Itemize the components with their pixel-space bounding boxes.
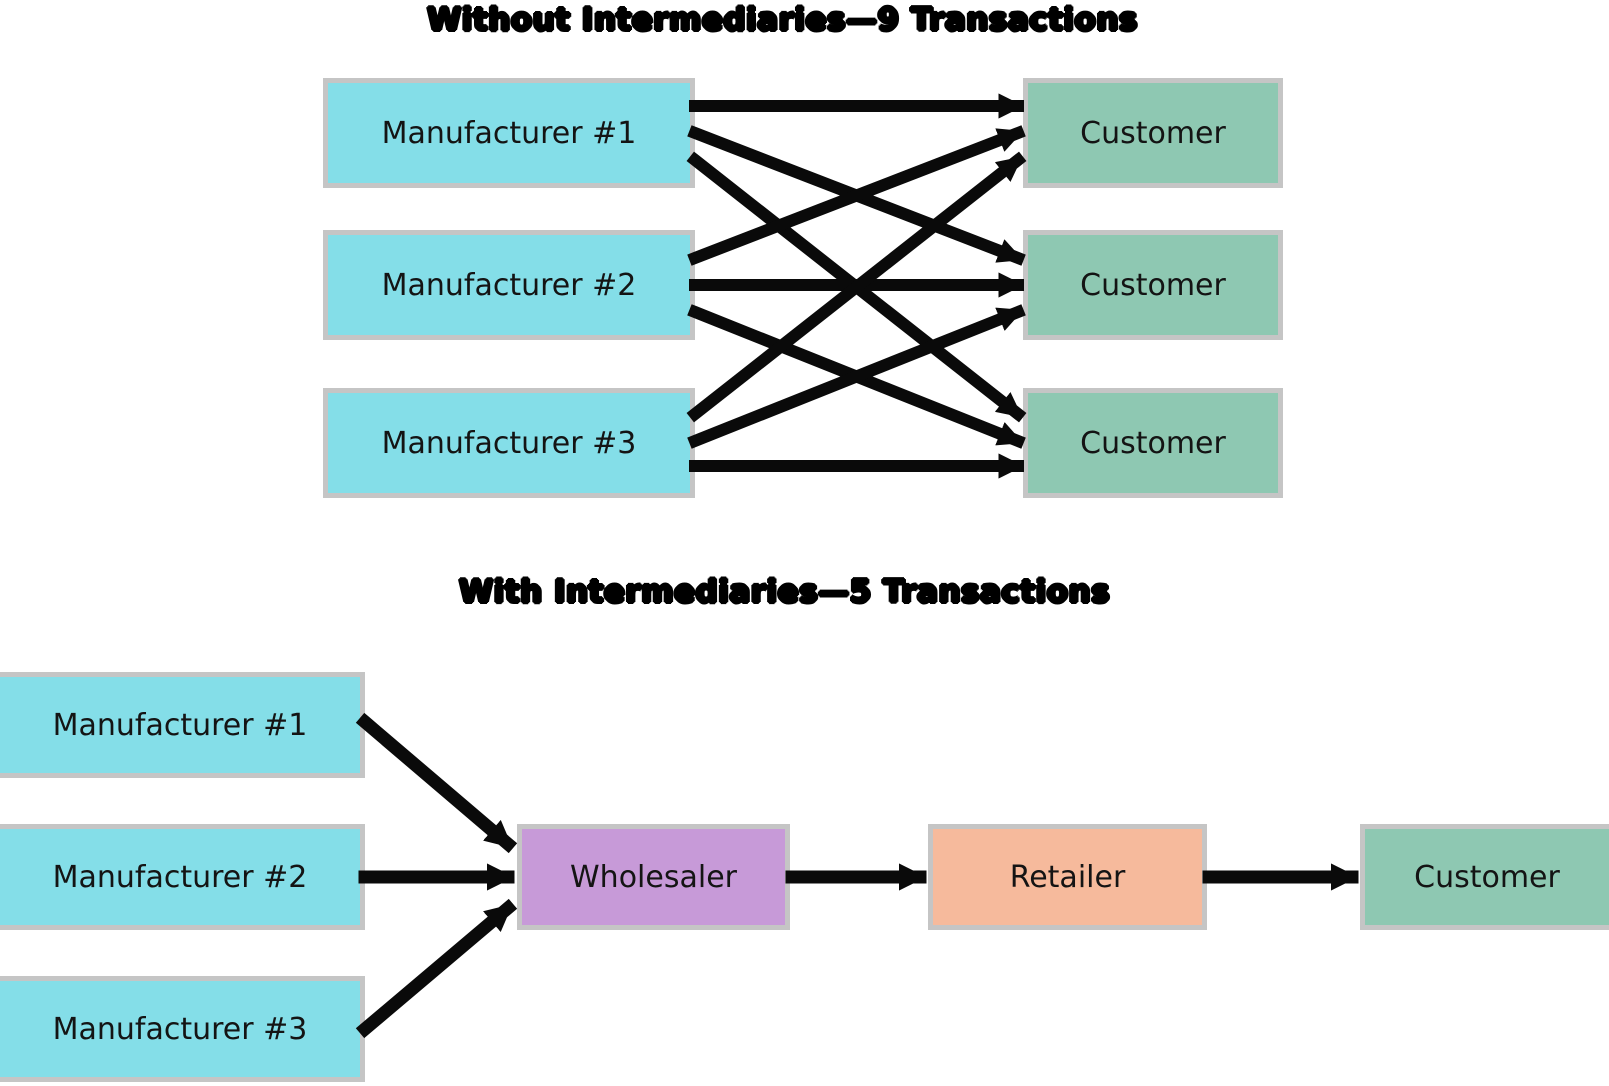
arrow-m1-c3 (686, 151, 1027, 423)
bottom-manufacturer-1-label: Manufacturer #1 (52, 707, 308, 743)
bottom-customer-box: Customer (1360, 824, 1609, 930)
top-manufacturer-1-label: Manufacturer #1 (381, 115, 637, 151)
top-manufacturer-2-label: Manufacturer #2 (381, 267, 637, 303)
arrow-m2-c3 (687, 304, 1026, 449)
top-manufacturer-2-box: Manufacturer #2 (323, 230, 695, 340)
top-customer-1-box: Customer (1023, 78, 1283, 188)
arrow-bm1-wholesaler (355, 712, 518, 854)
top-customer-1-label: Customer (1080, 115, 1226, 151)
arrow-m3-c1 (686, 151, 1027, 423)
bottom-manufacturer-2-box: Manufacturer #2 (0, 824, 365, 930)
bottom-manufacturer-2-label: Manufacturer #2 (52, 859, 308, 895)
bottom-section-title: With Intermediaries—5 Transactions (458, 574, 1111, 610)
bottom-manufacturer-1-box: Manufacturer #1 (0, 672, 365, 778)
wholesaler-box: Wholesaler (517, 824, 790, 930)
retailer-box: Retailer (928, 824, 1207, 930)
top-manufacturer-1-box: Manufacturer #1 (323, 78, 695, 188)
top-section-title: Without Intermediaries—9 Transactions (427, 2, 1138, 38)
bottom-manufacturer-3-label: Manufacturer #3 (52, 1011, 308, 1047)
bottom-manufacturer-3-box: Manufacturer #3 (0, 976, 365, 1082)
arrow-bm3-wholesaler (355, 898, 518, 1039)
top-customer-3-box: Customer (1023, 388, 1283, 498)
top-manufacturer-3-label: Manufacturer #3 (381, 425, 637, 461)
bottom-customer-label: Customer (1414, 859, 1560, 895)
wholesaler-label: Wholesaler (570, 859, 737, 895)
top-manufacturer-3-box: Manufacturer #3 (323, 388, 695, 498)
top-customer-3-label: Customer (1080, 425, 1226, 461)
arrow-m1-c2 (687, 125, 1026, 266)
retailer-label: Retailer (1009, 859, 1126, 895)
top-customer-2-label: Customer (1080, 267, 1226, 303)
top-customer-2-box: Customer (1023, 230, 1283, 340)
arrow-m3-c2 (687, 304, 1026, 449)
arrow-m2-c1 (687, 125, 1026, 266)
